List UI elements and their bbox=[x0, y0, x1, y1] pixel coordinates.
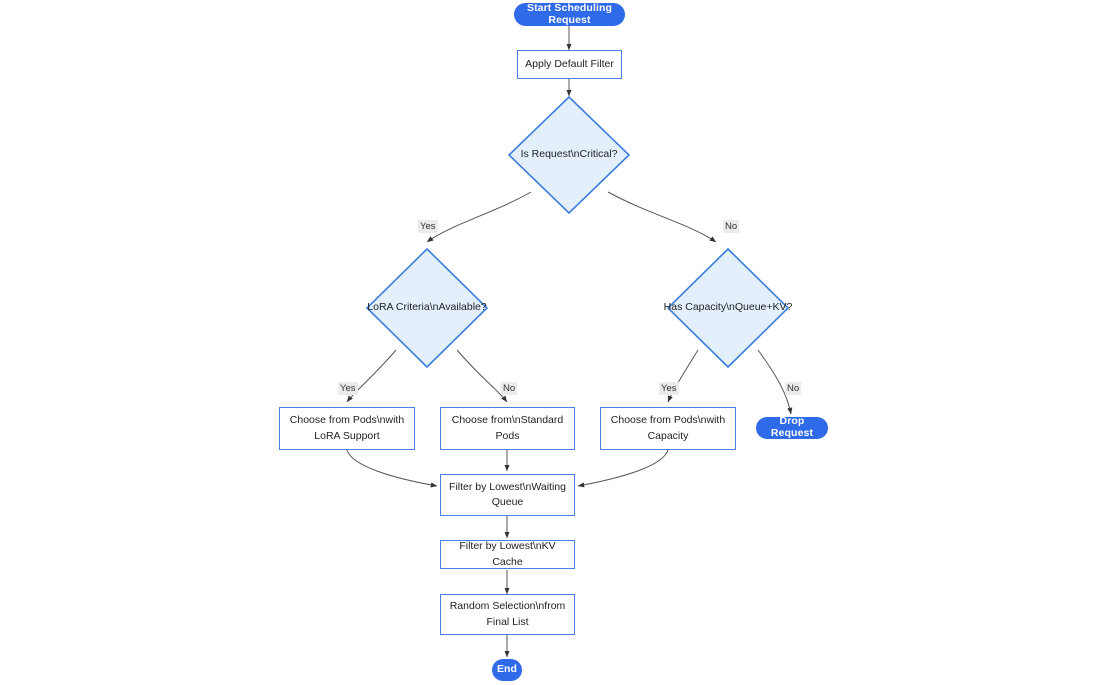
node-choose-standard-pods[interactable]: Choose from\nStandard Pods bbox=[440, 407, 575, 450]
edge-critical-no-to-capacity bbox=[607, 191, 717, 243]
edge-label-lora-no: No bbox=[501, 382, 518, 396]
edge-capacity-no-to-drop bbox=[757, 349, 793, 415]
node-filter-waiting-queue-line2: Queue bbox=[491, 496, 524, 508]
node-end-label: End bbox=[496, 663, 518, 676]
edge-label-capacity-yes: Yes bbox=[659, 382, 679, 396]
node-filter-kv-cache-label: Filter by Lowest\nKV Cache bbox=[459, 540, 556, 568]
node-choose-capacity-pods-line1: Choose from Pods\nwith bbox=[610, 414, 726, 427]
decision-shape bbox=[508, 96, 630, 214]
node-end[interactable]: End bbox=[492, 659, 522, 681]
node-choose-capacity-pods[interactable]: Choose from Pods\nwith Capacity bbox=[600, 407, 736, 450]
edge-label-critical-no: No bbox=[723, 220, 740, 234]
node-lora-criteria-available-label: LoRA Criteria\nAvailable? bbox=[367, 301, 487, 314]
node-apply-default-filter[interactable]: Apply Default Filter bbox=[517, 50, 622, 79]
node-random-selection[interactable]: Random Selection\nfrom Final List bbox=[440, 594, 575, 635]
edge-capacity-pods-to-waiting-queue bbox=[577, 449, 669, 488]
node-start[interactable]: Start Scheduling Request bbox=[514, 1, 625, 26]
node-filter-waiting-queue[interactable]: Filter by Lowest\nWaiting Queue bbox=[440, 474, 575, 516]
node-choose-lora-pods-line2: LoRA Support bbox=[314, 429, 380, 442]
node-random-selection-line1: Random Selection\nfrom bbox=[449, 600, 566, 613]
node-start-label: Start Scheduling Request bbox=[526, 1, 613, 26]
edge-label-lora-yes: Yes bbox=[338, 382, 358, 396]
decision-shape bbox=[667, 248, 789, 368]
edge-lora-yes-to-lora-pods bbox=[346, 349, 397, 403]
node-drop-request-label: Drop Request bbox=[770, 415, 814, 439]
edge-capacity-yes-to-capacity-pods bbox=[667, 349, 699, 403]
node-filter-kv-cache[interactable]: Filter by Lowest\nKV Cache bbox=[440, 540, 575, 569]
node-choose-lora-pods-line1: Choose from Pods\nwith bbox=[289, 414, 405, 427]
node-choose-standard-pods-line2: Pods bbox=[495, 429, 520, 442]
node-is-request-critical[interactable]: Is Request\nCritical? bbox=[508, 96, 630, 214]
node-random-selection-line2: Final List bbox=[486, 615, 529, 628]
node-has-capacity[interactable]: Has Capacity\nQueue+KV? bbox=[664, 248, 792, 368]
node-filter-waiting-queue-line1: Filter by Lowest\nWaiting bbox=[449, 480, 566, 493]
edge-label-critical-yes: Yes bbox=[418, 220, 438, 234]
node-lora-criteria-available[interactable]: LoRA Criteria\nAvailable? bbox=[366, 248, 488, 368]
node-is-request-critical-label: Is Request\nCritical? bbox=[520, 148, 618, 161]
edge-critical-yes-to-lora bbox=[426, 191, 532, 243]
decision-shape bbox=[366, 248, 488, 368]
node-choose-standard-pods-line1: Choose from\nStandard bbox=[451, 414, 564, 427]
node-apply-default-filter-label: Apply Default Filter bbox=[525, 57, 614, 70]
edge-label-capacity-no: No bbox=[785, 382, 802, 396]
edge-lora-pods-to-waiting-queue bbox=[346, 449, 438, 488]
node-choose-capacity-pods-line2: Capacity bbox=[647, 429, 689, 442]
node-has-capacity-label: Has Capacity\nQueue+KV? bbox=[663, 301, 793, 314]
node-choose-lora-pods[interactable]: Choose from Pods\nwith LoRA Support bbox=[279, 407, 415, 450]
node-drop-request[interactable]: Drop Request bbox=[756, 415, 828, 439]
edge-lora-no-to-standard-pods bbox=[456, 349, 508, 403]
